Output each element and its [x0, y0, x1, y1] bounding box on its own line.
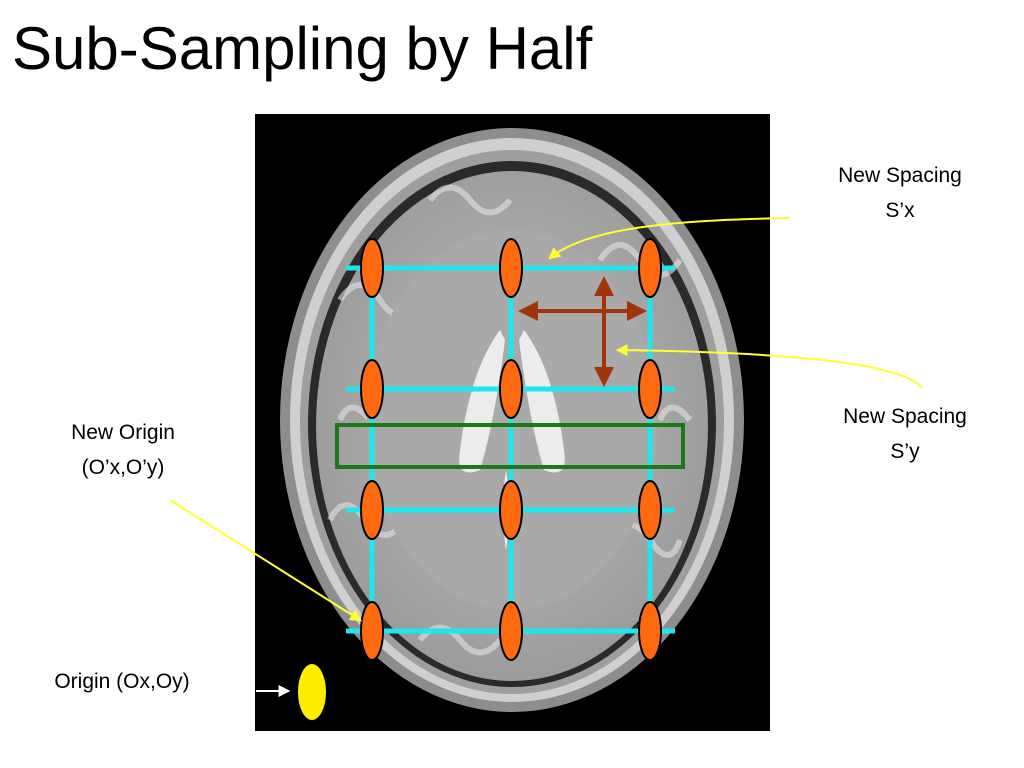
sample-point — [499, 359, 523, 419]
spacing-x-label-line1: New Spacing — [838, 164, 962, 187]
spacing-x-label: New Spacing S’x — [810, 158, 990, 228]
spacing-y-label-line1: New Spacing — [843, 405, 967, 428]
sample-point-new-origin — [360, 601, 384, 661]
new-origin-label-line1: New Origin — [71, 421, 175, 444]
new-origin-label: New Origin (O’x,O’y) — [33, 415, 213, 485]
spacing-y-label: New Spacing S’y — [815, 399, 995, 469]
sample-point — [499, 238, 523, 298]
new-origin-label-line2: (O’x,O’y) — [81, 456, 165, 479]
sample-point — [360, 359, 384, 419]
highlight-row-box — [335, 423, 685, 469]
original-origin-point — [298, 664, 326, 720]
sample-point — [638, 238, 662, 298]
sample-point — [499, 480, 523, 540]
sample-point — [499, 601, 523, 661]
spacing-y-pointer-arrow — [615, 344, 923, 389]
slide-title: Sub-Sampling by Half — [12, 15, 593, 82]
spacing-arrows — [518, 276, 647, 387]
origin-label-text: Origin (Ox,Oy) — [54, 670, 190, 693]
sample-point — [638, 359, 662, 419]
spacing-x-label-line2: S’x — [885, 199, 915, 222]
new-origin-pointer-arrow — [169, 499, 363, 622]
pointer-arrows — [169, 217, 923, 697]
sample-point — [638, 480, 662, 540]
origin-label: Origin (Ox,Oy) — [22, 664, 222, 699]
sample-point — [360, 238, 384, 298]
sample-point — [360, 480, 384, 540]
spacing-y-label-line2: S’y — [890, 440, 920, 463]
sample-points — [360, 238, 662, 661]
spacing-x-pointer-arrow — [548, 217, 791, 260]
sample-point — [638, 601, 662, 661]
